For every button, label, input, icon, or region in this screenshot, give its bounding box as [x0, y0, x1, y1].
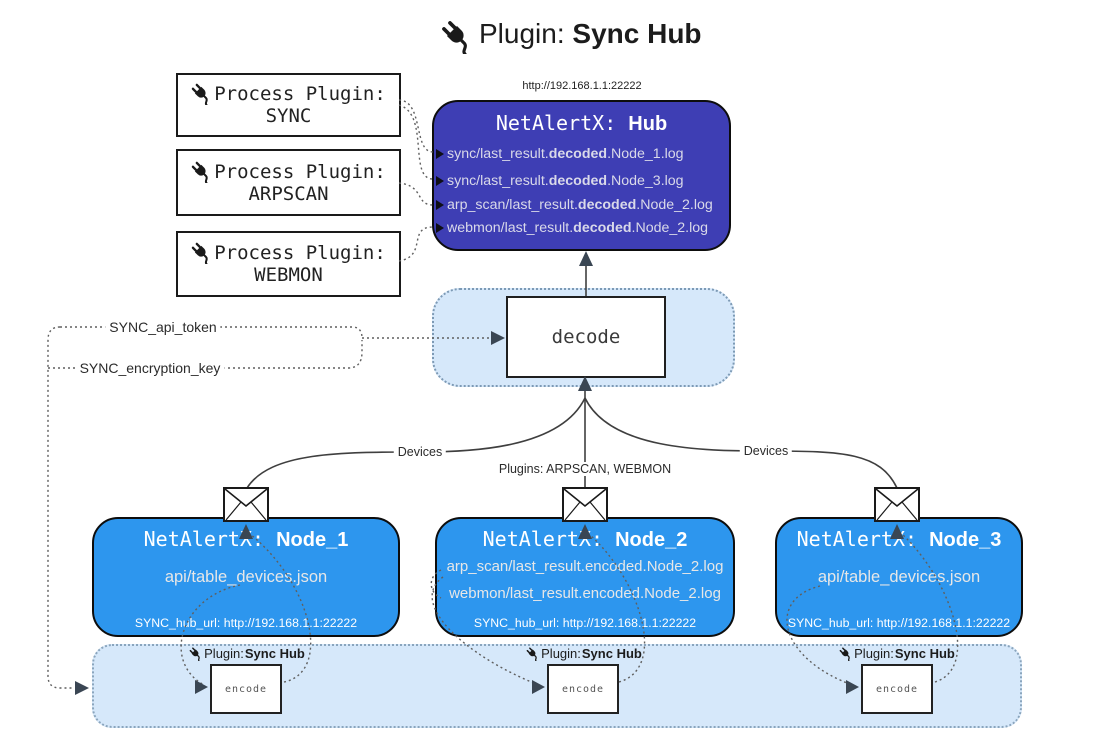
devices-edge-label: Devices	[393, 445, 447, 459]
plug-icon	[839, 646, 854, 661]
hub-log-line: sync/last_result.decoded.Node_3.log	[434, 167, 729, 194]
strip-plugin-label: Plugin: Sync Hub	[526, 645, 642, 662]
process-plugin-webmon-box: Process Plugin: WEBMON	[176, 231, 401, 297]
plug-icon	[526, 646, 541, 661]
sync-encryption-key-label: SYNC_encryption_key	[75, 360, 225, 376]
node-file-line: arp_scan/last_result.encoded.Node_2.log	[446, 558, 724, 575]
netalertx-node3-box: NetAlertX: Node_3 api/table_devices.json…	[775, 517, 1023, 637]
node-title-app: NetAlertX:	[482, 527, 616, 551]
arrow-right-icon	[436, 222, 444, 233]
page-title-prefix: Plugin:	[479, 18, 565, 49]
node-file-line: webmon/last_result.encoded.Node_2.log	[449, 585, 721, 602]
node-title: NetAlertX: Node_2	[437, 527, 733, 552]
process-plugin-name: WEBMON	[254, 264, 323, 286]
node-title: NetAlertX: Node_1	[94, 527, 398, 552]
strip-label-prefix: Plugin:	[204, 646, 244, 661]
hub-log-line: sync/last_result.decoded.Node_1.log	[434, 140, 729, 167]
node-title: NetAlertX: Node_3	[777, 527, 1021, 552]
plug-icon	[191, 160, 214, 183]
netalertx-hub-box: NetAlertX: Hub sync/last_result.decoded.…	[432, 100, 731, 251]
log-pre: webmon/last_result.	[447, 219, 574, 236]
netalertx-node1-box: NetAlertX: Node_1 api/table_devices.json…	[92, 517, 400, 637]
log-bold: decoded	[548, 145, 608, 162]
page-title: Plugin: Sync Hub	[479, 18, 702, 50]
hub-log-line: arp_scan/last_result.decoded.Node_2.log	[434, 194, 729, 217]
node-hub-url: SYNC_hub_url: http://192.168.1.1:22222	[787, 616, 1011, 630]
node-title-name: Node_1	[276, 529, 349, 551]
log-pre: sync/last_result.	[447, 145, 549, 162]
encode-box: encode	[210, 664, 282, 714]
hub-log-line: webmon/last_result.decoded.Node_2.log	[434, 217, 729, 240]
process-plugin-label: Process Plugin:	[214, 83, 386, 105]
strip-plugin-label: Plugin: Sync Hub	[189, 645, 305, 662]
plug-icon	[191, 83, 214, 105]
node-file-line: api/table_devices.json	[164, 568, 328, 586]
arrow-right-icon	[436, 148, 444, 159]
process-plugin-name: ARPSCAN	[248, 182, 329, 205]
netalertx-node2-box: NetAlertX: Node_2 arp_scan/last_result.e…	[435, 517, 735, 637]
log-post: .Node_3.log	[607, 172, 684, 189]
node-title-app: NetAlertX:	[796, 527, 930, 551]
plug-icon	[441, 20, 475, 54]
hub-title: NetAlertX: Hub	[434, 111, 729, 140]
log-post: .Node_2.log	[631, 219, 709, 236]
plugins-edge-label: Plugins: ARPSCAN, WEBMON	[494, 462, 676, 476]
node-hub-url: SYNC_hub_url: http://192.168.1.1:22222	[134, 616, 358, 630]
arrow-right-icon	[436, 200, 444, 211]
decode-box: decode	[506, 296, 666, 378]
arrow-right-icon	[436, 175, 444, 186]
devices-edge-label: Devices	[739, 444, 793, 458]
hub-title-app: NetAlertX:	[495, 111, 629, 135]
hub-title-name: Hub	[628, 113, 668, 135]
log-pre: sync/last_result.	[447, 172, 549, 189]
strip-label-name: Sync Hub	[894, 646, 955, 661]
process-plugin-name: SYNC	[265, 105, 312, 127]
plugin-hub-connectors	[398, 99, 434, 262]
strip-label-name: Sync Hub	[581, 646, 642, 661]
log-pre: arp_scan/last_result.	[447, 197, 578, 214]
process-plugin-label: Process Plugin:	[214, 242, 386, 264]
strip-label-prefix: Plugin:	[854, 646, 894, 661]
sync-api-token-label: SYNC_api_token	[105, 319, 221, 335]
node-hub-url: SYNC_hub_url: http://192.168.1.1:22222	[473, 616, 697, 630]
page-title-name: Sync Hub	[572, 18, 702, 49]
encode-box: encode	[861, 664, 933, 714]
log-bold: decoded	[548, 172, 608, 189]
encode-box: encode	[547, 664, 619, 714]
strip-plugin-label: Plugin: Sync Hub	[839, 645, 955, 662]
strip-label-prefix: Plugin:	[541, 646, 581, 661]
strip-label-name: Sync Hub	[244, 646, 305, 661]
node-title-name: Node_2	[615, 529, 688, 551]
node-title-app: NetAlertX:	[143, 527, 277, 551]
process-plugin-label: Process Plugin:	[214, 160, 386, 183]
process-plugin-sync-box: Process Plugin: SYNC	[176, 73, 401, 137]
log-bold: decoded	[577, 197, 637, 214]
hub-url-label: http://192.168.1.1:22222	[522, 80, 642, 92]
node-file-line: api/table_devices.json	[817, 568, 981, 586]
log-post: .Node_1.log	[607, 145, 684, 162]
process-plugin-arpscan-box: Process Plugin: ARPSCAN	[176, 149, 401, 216]
log-post: .Node_2.log	[636, 197, 713, 214]
plug-icon	[189, 646, 204, 661]
log-bold: decoded	[573, 219, 632, 236]
node-title-name: Node_3	[929, 529, 1002, 551]
plug-icon	[191, 242, 214, 264]
